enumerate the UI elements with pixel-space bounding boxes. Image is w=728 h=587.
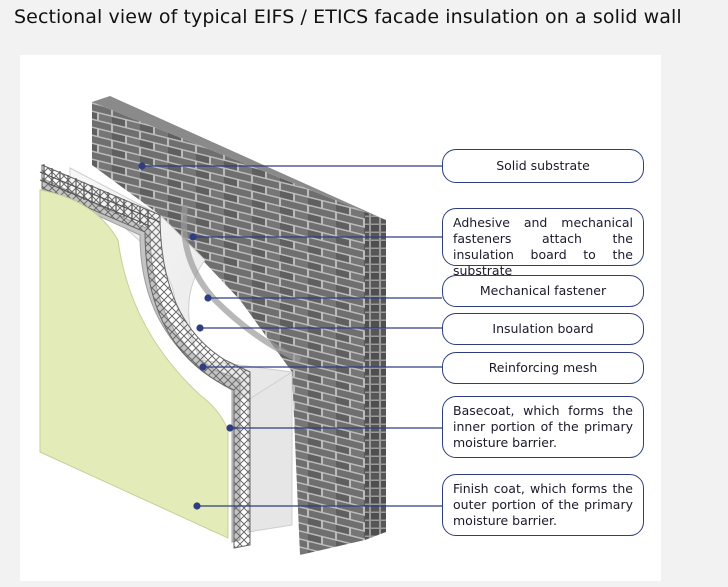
label-adhesive-fasteners: Adhesive and mechanical fasteners attach… (442, 208, 644, 278)
mesh-top-fringe (39, 164, 161, 228)
leader-lines (138, 162, 442, 510)
finish-coat-layer (39, 189, 229, 539)
page-title: Sectional view of typical EIFS / ETICS f… (14, 6, 682, 28)
label-insulation-board-text: Insulation board (492, 321, 594, 336)
label-solid-substrate: Solid substrate (442, 149, 644, 183)
label-solid-substrate-text: Solid substrate (496, 158, 590, 173)
label-adhesive-fasteners-text: Adhesive and mechanical fasteners attach… (453, 215, 633, 278)
label-finish-coat-text: Finish coat, which forms the outer porti… (453, 481, 633, 528)
label-reinforcing-mesh-text: Reinforcing mesh (488, 360, 598, 375)
adhesive-layer (180, 204, 302, 363)
label-mechanical-fastener-text: Mechanical fastener (479, 283, 607, 298)
label-finish-coat: Finish coat, which forms the outer porti… (442, 474, 644, 536)
label-basecoat-text: Basecoat, which forms the inner portion … (453, 403, 633, 450)
reinforcing-mesh-layer (41, 164, 251, 549)
label-reinforcing-mesh: Reinforcing mesh (442, 352, 644, 384)
label-mechanical-fastener: Mechanical fastener (442, 275, 644, 307)
label-insulation-board: Insulation board (442, 313, 644, 345)
label-basecoat: Basecoat, which forms the inner portion … (442, 396, 644, 458)
